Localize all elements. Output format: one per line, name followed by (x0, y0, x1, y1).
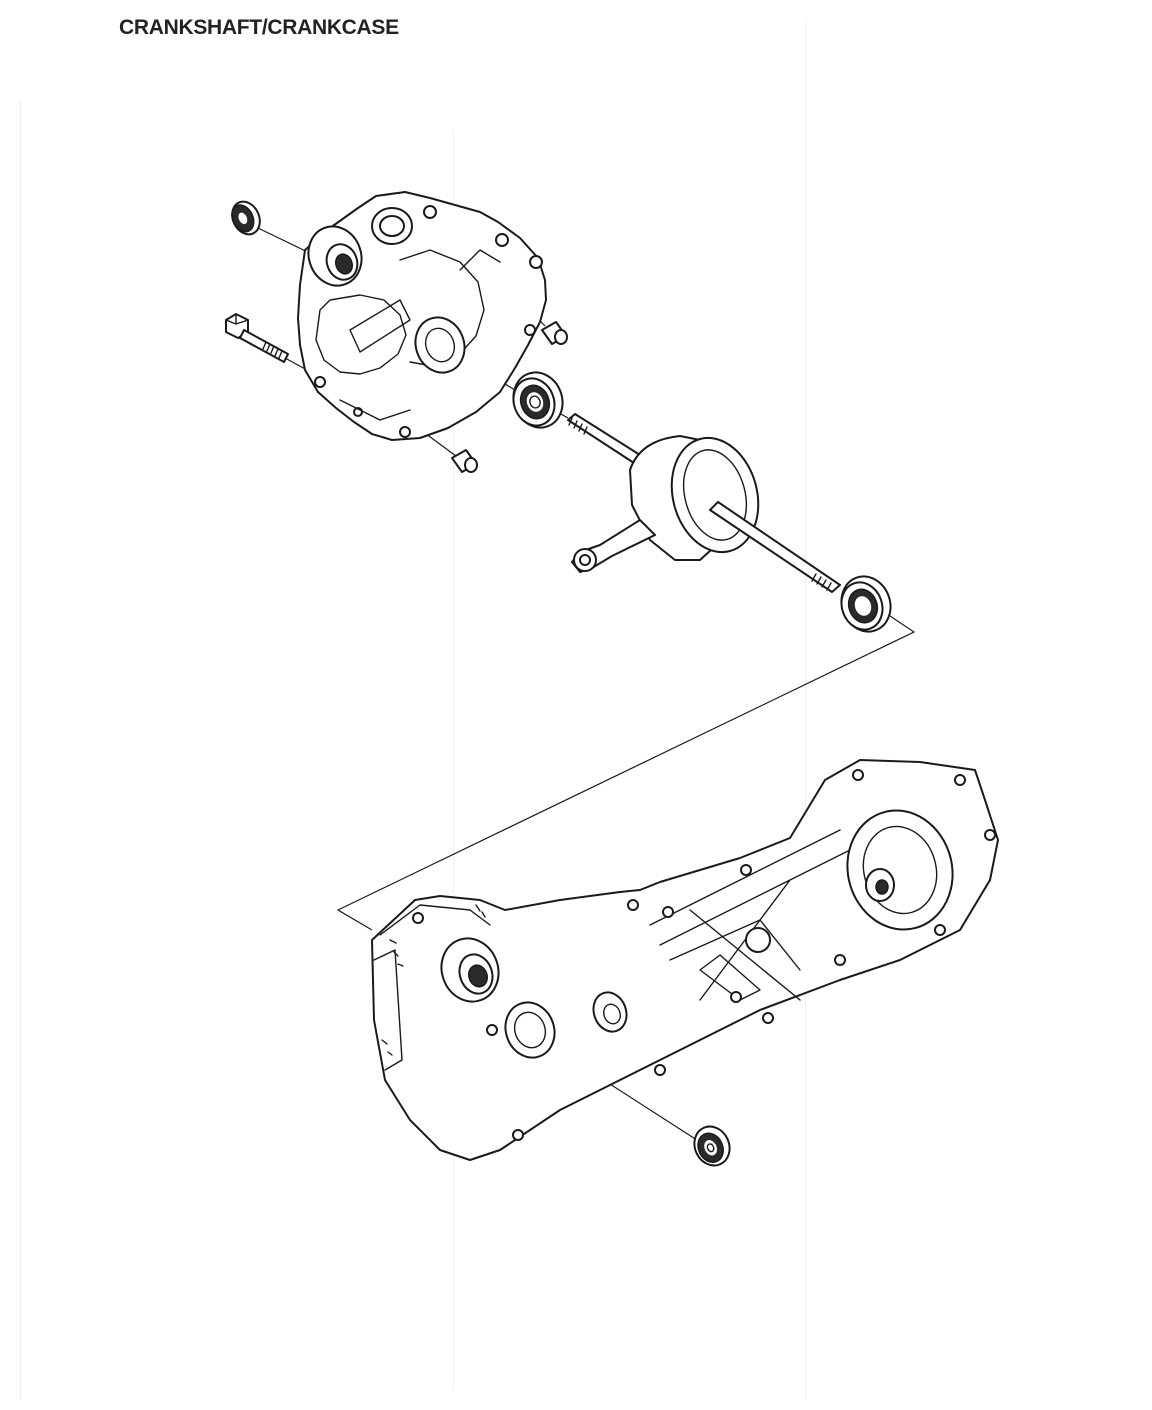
bearing-right (512, 371, 564, 429)
crankcase-right-half (297, 191, 547, 441)
oil-seal-right (693, 1125, 731, 1167)
bearing-left (840, 575, 892, 633)
scan-bleed-line (805, 20, 806, 1400)
oil-seal-left (231, 200, 261, 236)
case-bolt (225, 313, 289, 363)
dowel-pin-upper (541, 321, 568, 345)
dowel-pin-lower (451, 449, 478, 473)
page-title: CRANKSHAFT/CRANKCASE (119, 16, 399, 39)
scan-bleed-line (20, 100, 21, 1400)
crankshaft (567, 413, 841, 593)
scan-bleed-line (453, 130, 454, 1390)
crankcase-left-half (371, 759, 999, 1161)
